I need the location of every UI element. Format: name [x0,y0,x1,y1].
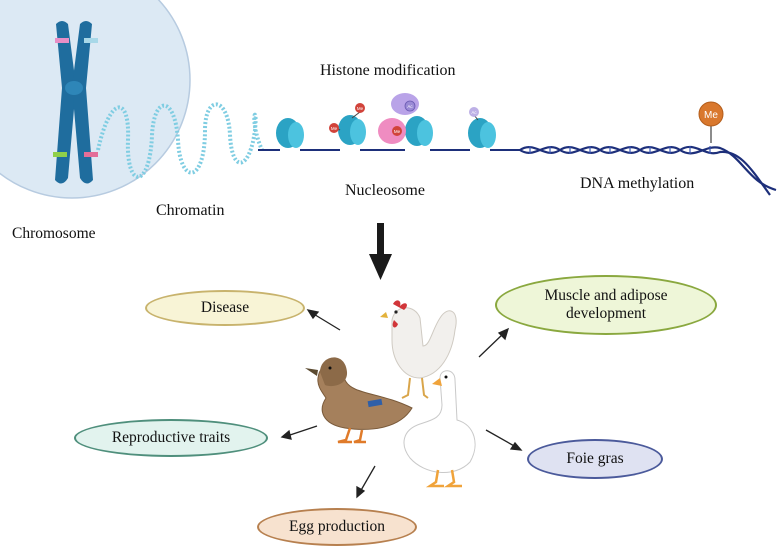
outcome-arrows [280,309,523,499]
nucleosome-3 [405,116,433,146]
histone-modification-label: Histone modification [320,62,456,79]
dna-helix [519,145,777,196]
methyl-mark: Me [698,101,724,143]
chromosome-label: Chromosome [12,225,96,242]
arrow-to-disease [311,312,341,331]
muscle-adipose-label: Muscle and adipose development [544,287,668,322]
egg-production-label: Egg production [289,518,385,535]
svg-text:Me: Me [394,129,401,134]
svg-text:Ac: Ac [407,104,413,109]
goose-illustration [403,370,476,488]
arrow-to-muscle [478,332,505,358]
mark-me-1: Me [351,103,365,119]
mark-me-3: Me [392,126,402,136]
egg-production-oval: Egg production [257,508,417,546]
mark-me-2: Me [329,123,341,133]
chicken-illustration [380,300,457,399]
dna-methylation-label: DNA methylation [580,175,695,192]
disease-label: Disease [200,299,250,316]
nucleosome-1 [276,118,304,148]
reproductive-label: Reproductive traits [111,429,231,446]
nucleus-circle [0,0,191,199]
mark-ac-1: Ac [404,100,416,112]
muscle-adipose-oval: Muscle and adipose development [495,275,717,335]
svg-text:Me: Me [331,126,338,131]
reproductive-oval: Reproductive traits [74,419,268,457]
chromosome-icon [53,21,98,184]
nucleosome-2 [338,115,366,145]
nucleosome-label: Nucleosome [345,182,425,199]
down-arrow-icon [369,223,392,280]
dna-rungs [529,146,711,154]
arrow-to-foie [485,429,517,448]
svg-text:Ac: Ac [471,110,477,115]
svg-text:Me: Me [704,110,718,121]
disease-oval: Disease [145,290,305,326]
chromatin-coil [96,102,264,179]
arrow-to-reproductive [286,425,318,437]
foie-gras-oval: Foie gras [527,439,663,479]
svg-text:Me: Me [357,106,364,111]
mark-ac-2: Ac [469,107,479,121]
arrow-to-egg [359,465,376,493]
foie-gras-label: Foie gras [566,450,624,467]
chromatin-label: Chromatin [156,202,225,219]
duck-illustration [305,357,413,444]
nucleosome-4 [468,118,496,148]
